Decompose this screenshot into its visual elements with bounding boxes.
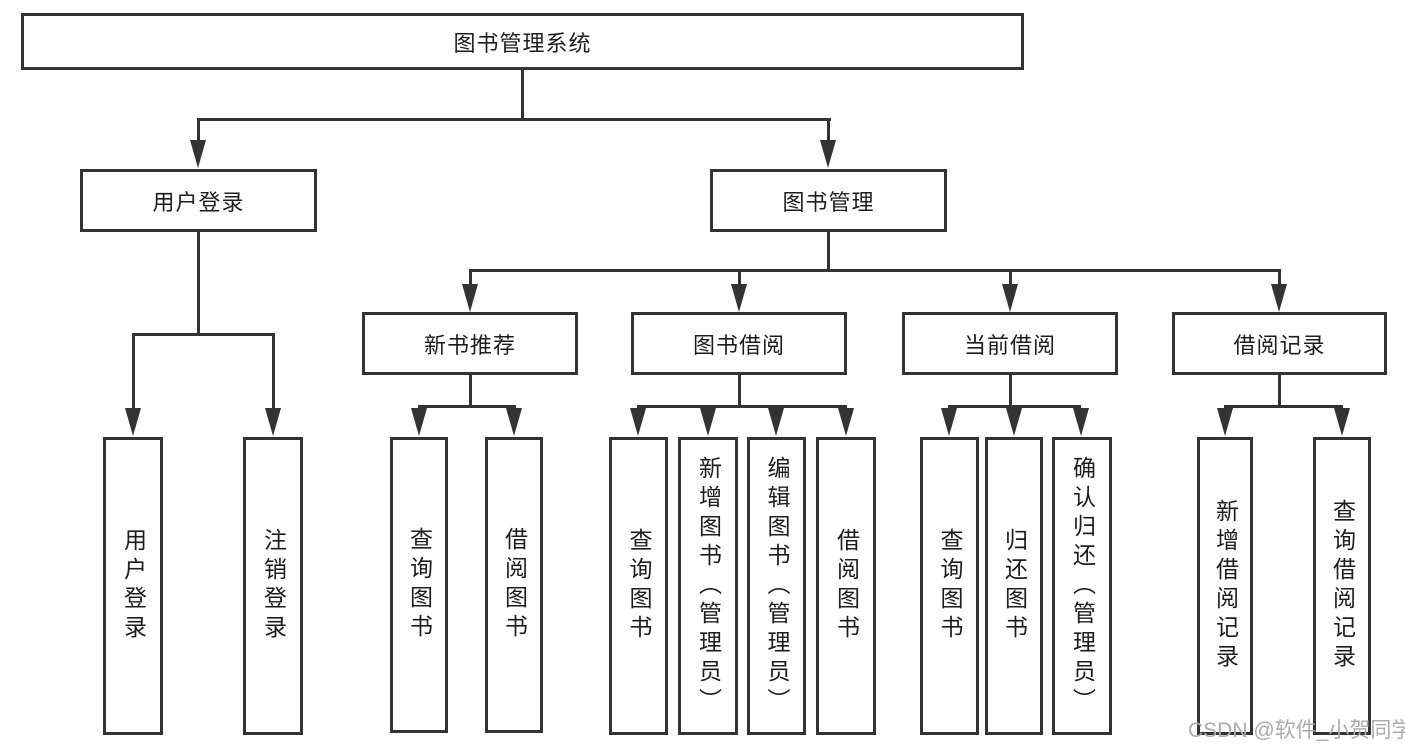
leaf-label: 查询图书 — [937, 528, 963, 644]
leaf-add-borrow-record: 新增借阅记录 — [1197, 437, 1253, 735]
node-current-borrowing: 当前借阅 — [902, 312, 1118, 375]
connector-line — [197, 232, 200, 336]
leaf-user-login: 用户登录 — [103, 437, 163, 735]
leaf-borrow-books: 借阅图书 — [816, 437, 876, 735]
connector-line — [1224, 405, 1343, 408]
connector-line — [418, 405, 516, 408]
arrow-down-icon — [125, 408, 141, 436]
csdn-watermark: CSDN @软件_小贺同学 — [1188, 719, 1405, 742]
node-borrowing-records: 借阅记录 — [1172, 312, 1387, 375]
connector-line — [1009, 375, 1012, 408]
connector-line — [272, 336, 275, 408]
arrow-down-icon — [731, 284, 747, 312]
connector-line — [1278, 375, 1281, 405]
leaf-query-books: 查询图书 — [920, 437, 979, 735]
arrow-down-icon — [1334, 408, 1350, 436]
arrow-down-icon — [1271, 284, 1287, 312]
node-book-management: 图书管理 — [710, 169, 947, 232]
arrow-down-icon — [700, 408, 716, 436]
arrow-down-icon — [265, 408, 281, 436]
leaf-query-borrow-record: 查询借阅记录 — [1313, 437, 1371, 735]
node-label: 图书借阅 — [692, 332, 785, 358]
leaf-label: 查询图书 — [406, 527, 433, 643]
leaf-label: 查询借阅记录 — [1329, 499, 1356, 673]
leaf-query-books: 查询图书 — [609, 437, 668, 735]
connector-line — [197, 118, 831, 121]
arrow-down-icon — [838, 408, 854, 436]
arrow-down-icon — [1006, 408, 1022, 436]
connector-line — [197, 121, 200, 141]
leaf-return-books: 归还图书 — [985, 437, 1043, 735]
connector-line — [1009, 272, 1012, 285]
node-label: 当前借阅 — [963, 332, 1056, 358]
leaf-label: 借阅图书 — [833, 528, 860, 644]
connector-line — [827, 232, 830, 271]
leaf-query-books: 查询图书 — [390, 437, 448, 733]
connector-line — [1278, 272, 1281, 285]
connector-line — [827, 121, 830, 141]
arrow-down-icon — [1002, 284, 1018, 312]
arrow-down-icon — [411, 408, 427, 436]
node-user-login: 用户登录 — [80, 169, 317, 232]
connector-line — [738, 375, 741, 408]
connector-line — [521, 70, 524, 118]
arrow-down-icon — [768, 408, 784, 436]
connector-line — [469, 269, 1281, 272]
arrow-down-icon — [462, 284, 478, 312]
leaf-logout: 注销登录 — [243, 437, 303, 735]
node-book-borrowing: 图书借阅 — [631, 312, 847, 375]
node-new-book-recommendation: 新书推荐 — [362, 312, 578, 375]
arrow-down-icon — [190, 140, 206, 168]
node-label: 新书推荐 — [423, 332, 516, 358]
arrow-down-icon — [820, 140, 836, 168]
leaf-add-books-admin: 新增图书（管理员） — [678, 437, 738, 735]
leaf-label: 注销登录 — [260, 528, 287, 644]
arrow-down-icon — [1073, 408, 1089, 436]
connector-line — [738, 272, 741, 285]
arrow-down-icon — [506, 408, 522, 436]
node-book-management-system: 图书管理系统 — [21, 13, 1024, 70]
leaf-label: 新增借阅记录 — [1212, 499, 1239, 673]
arrow-down-icon — [630, 408, 646, 436]
leaf-label: 用户登录 — [120, 528, 147, 644]
connector-line — [132, 336, 135, 408]
leaf-label: 编辑图书（管理员） — [764, 455, 790, 717]
leaf-label: 查询图书 — [626, 528, 652, 644]
connector-line — [948, 405, 1081, 408]
leaf-label: 确认归还（管理员） — [1069, 455, 1096, 717]
leaf-borrow-books: 借阅图书 — [485, 437, 543, 733]
node-label: 用户登录 — [152, 189, 245, 215]
arrow-down-icon — [1217, 408, 1233, 436]
leaf-label: 新增图书（管理员） — [695, 455, 722, 717]
connector-line — [132, 333, 275, 336]
leaf-label: 归还图书 — [1001, 528, 1028, 644]
leaf-confirm-return-admin: 确认归还（管理员） — [1052, 437, 1112, 735]
node-label: 借阅记录 — [1233, 332, 1326, 358]
arrow-down-icon — [941, 408, 957, 436]
connector-line — [637, 405, 847, 408]
node-label: 图书管理 — [782, 189, 875, 215]
leaf-label: 借阅图书 — [501, 527, 528, 643]
connector-line — [469, 375, 472, 408]
node-label: 图书管理系统 — [453, 30, 592, 56]
connector-line — [469, 272, 472, 285]
leaf-edit-books-admin: 编辑图书（管理员） — [747, 437, 806, 735]
